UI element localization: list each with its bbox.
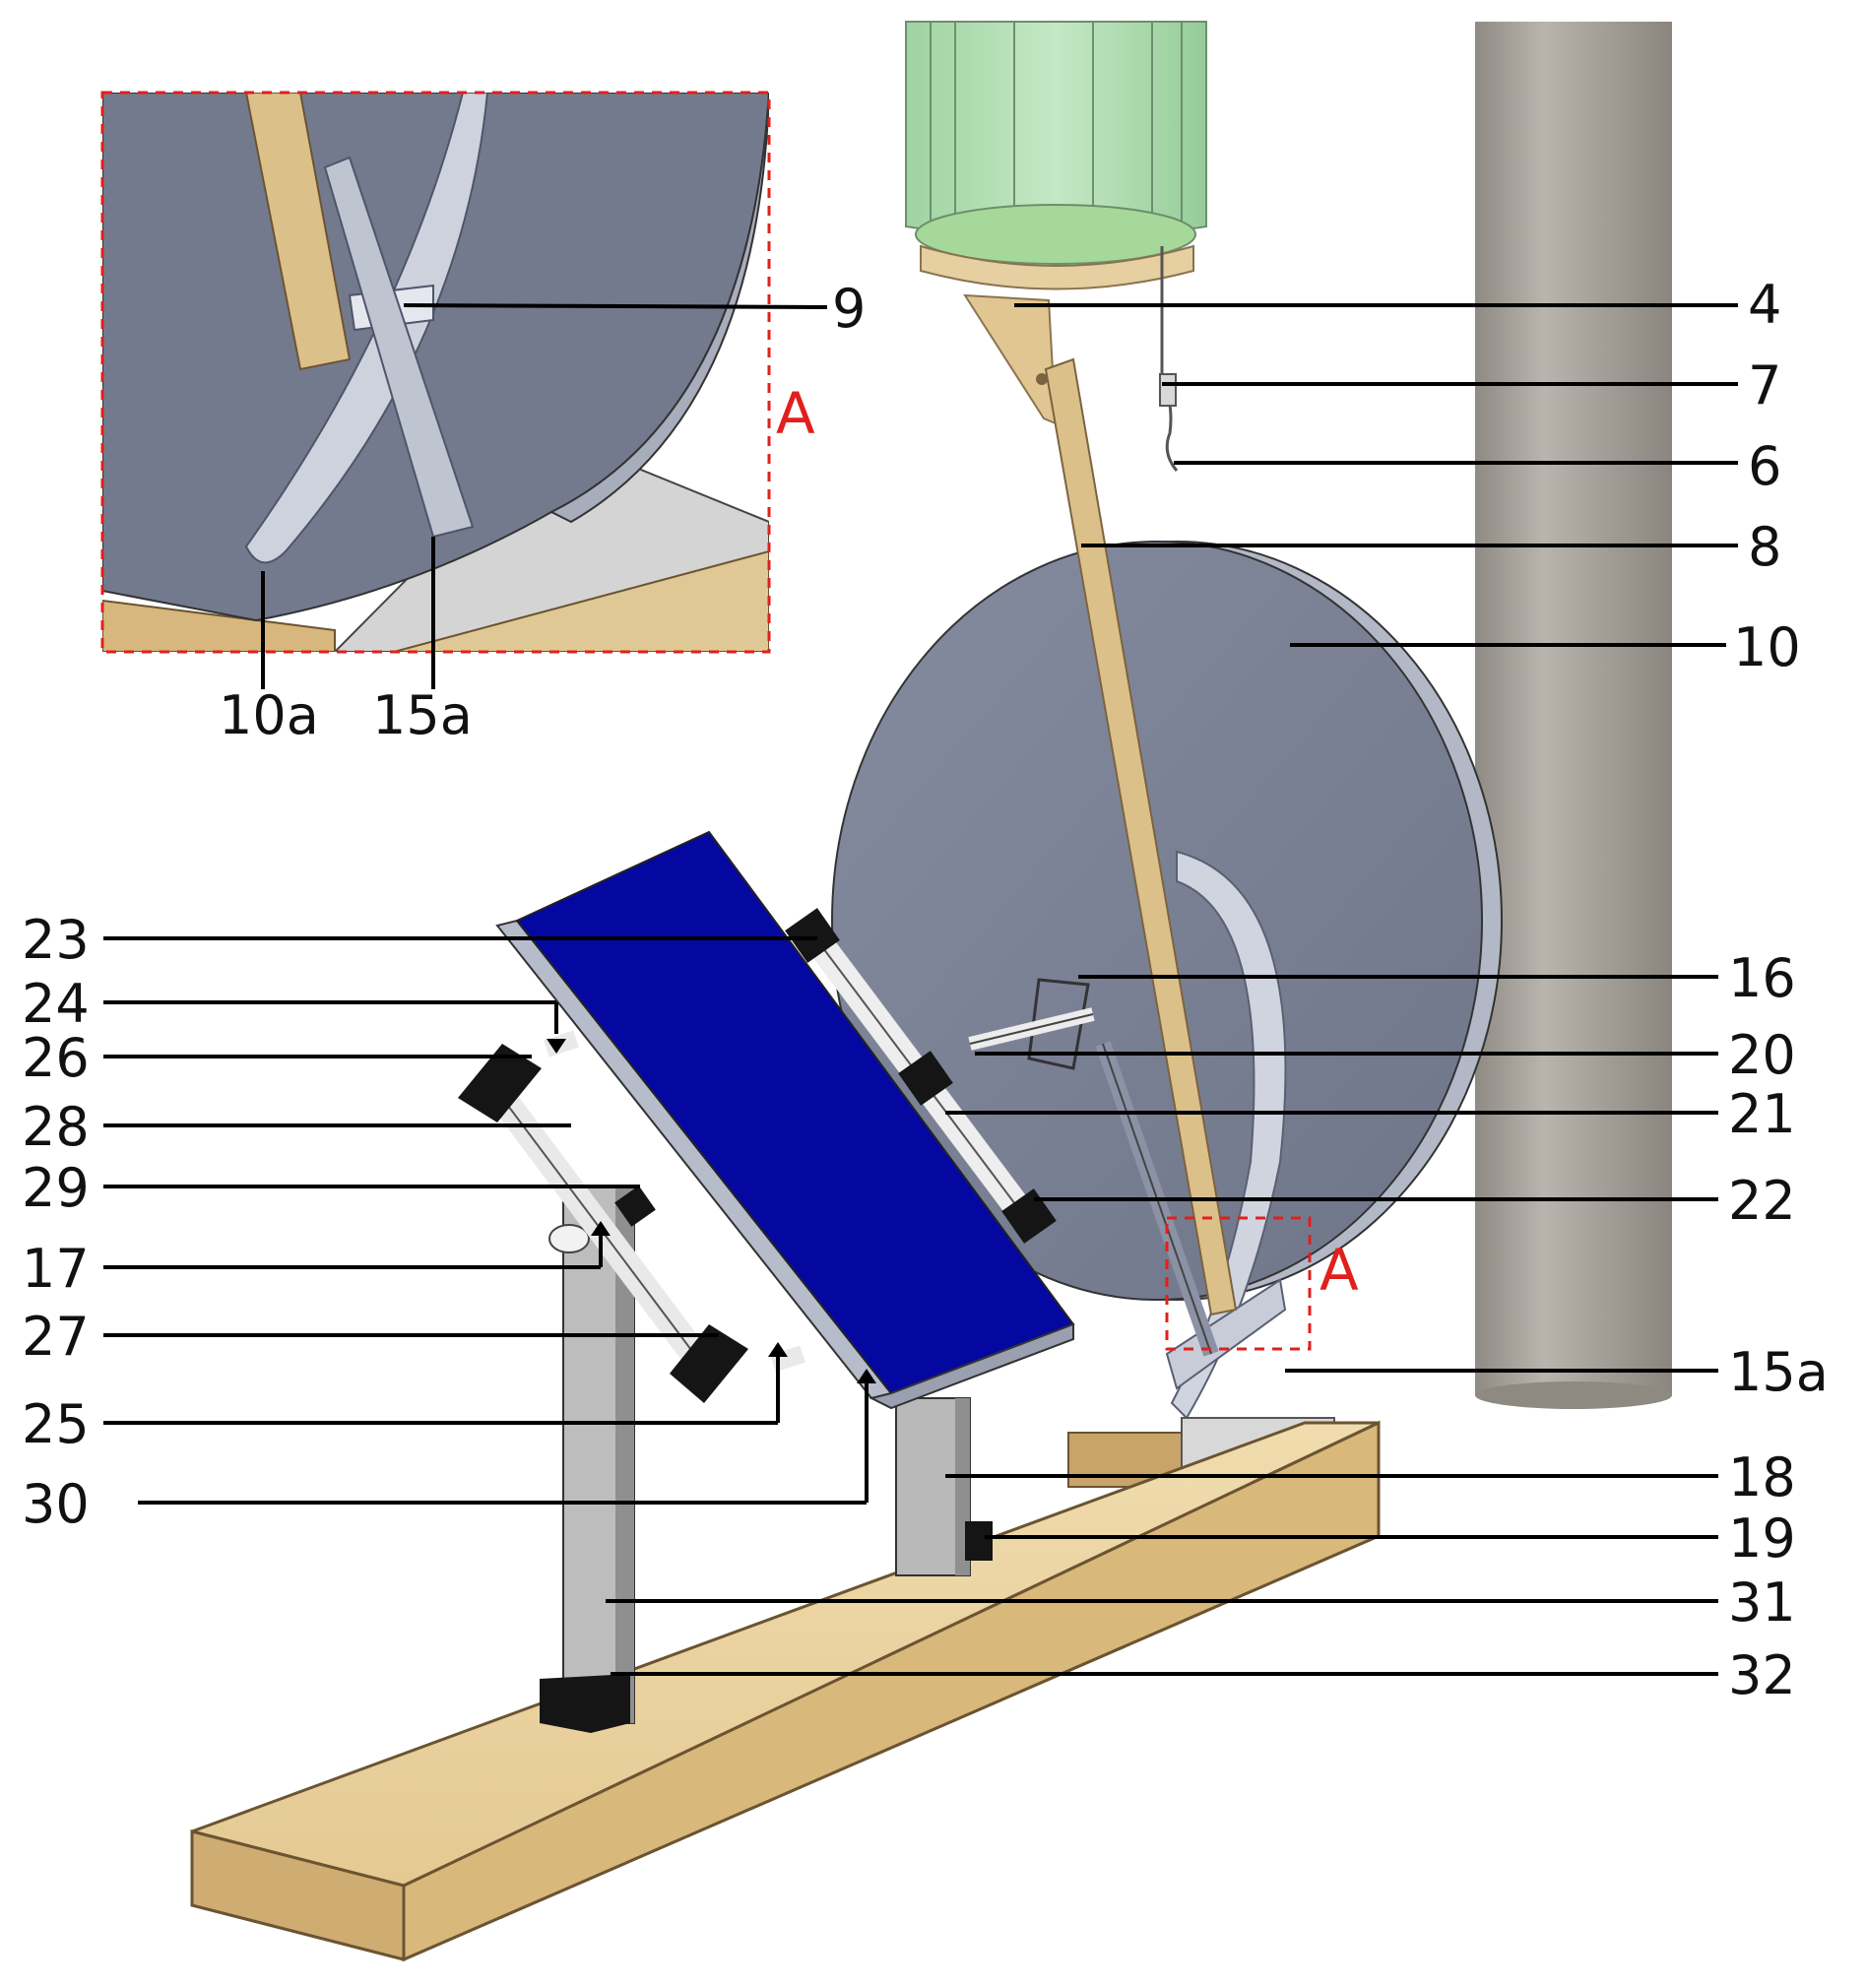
label-25: 25 [22, 1393, 90, 1455]
label-26: 26 [22, 1027, 90, 1089]
rear-post [540, 1186, 635, 1733]
label-15a: 15a [1728, 1341, 1829, 1403]
detail-marker-label: A [1320, 1237, 1359, 1304]
label-10: 10 [1733, 616, 1801, 678]
detail-marker-a: A [1165, 1216, 1359, 1351]
label-19: 19 [1728, 1507, 1796, 1570]
label-23: 23 [22, 909, 90, 971]
front-post [895, 1397, 993, 1576]
label-7: 7 [1748, 354, 1781, 417]
label-21: 21 [1728, 1083, 1796, 1145]
label-31: 31 [1728, 1571, 1796, 1634]
label-10a: 10a [219, 684, 319, 746]
pillar [1475, 22, 1672, 1409]
label-29: 29 [22, 1157, 90, 1219]
label-20: 20 [1728, 1024, 1796, 1086]
lever-arm [1044, 357, 1238, 1316]
right-labels: 4 7 6 8 10 16 20 21 22 15a 18 19 31 32 [1728, 274, 1829, 1706]
label-22: 22 [1728, 1170, 1796, 1232]
detail-view-a: A [100, 91, 815, 654]
label-4: 4 [1748, 274, 1781, 336]
label-30: 30 [22, 1473, 90, 1535]
sensor-wire [1159, 246, 1179, 472]
label-8: 8 [1748, 516, 1781, 578]
detail-frame-label: A [776, 380, 815, 447]
label-6: 6 [1748, 435, 1781, 497]
label-17: 17 [22, 1238, 90, 1300]
label-27: 27 [22, 1306, 90, 1368]
water-tank [905, 21, 1207, 425]
leader-lines [103, 303, 1738, 1676]
panel-clamps [458, 908, 1057, 1403]
left-labels: 23 24 26 28 29 17 27 25 30 [22, 909, 90, 1535]
label-18: 18 [1728, 1446, 1796, 1508]
label-28: 28 [22, 1096, 90, 1158]
base-beam [190, 1420, 1381, 1962]
label-15a-detail: 15a [372, 684, 473, 746]
label-16: 16 [1728, 947, 1796, 1009]
detail-labels: 9 10a 15a [219, 278, 866, 746]
solar-panel [495, 830, 1075, 1410]
label-24: 24 [22, 973, 90, 1035]
label-9: 9 [832, 278, 866, 340]
label-32: 32 [1728, 1644, 1796, 1706]
